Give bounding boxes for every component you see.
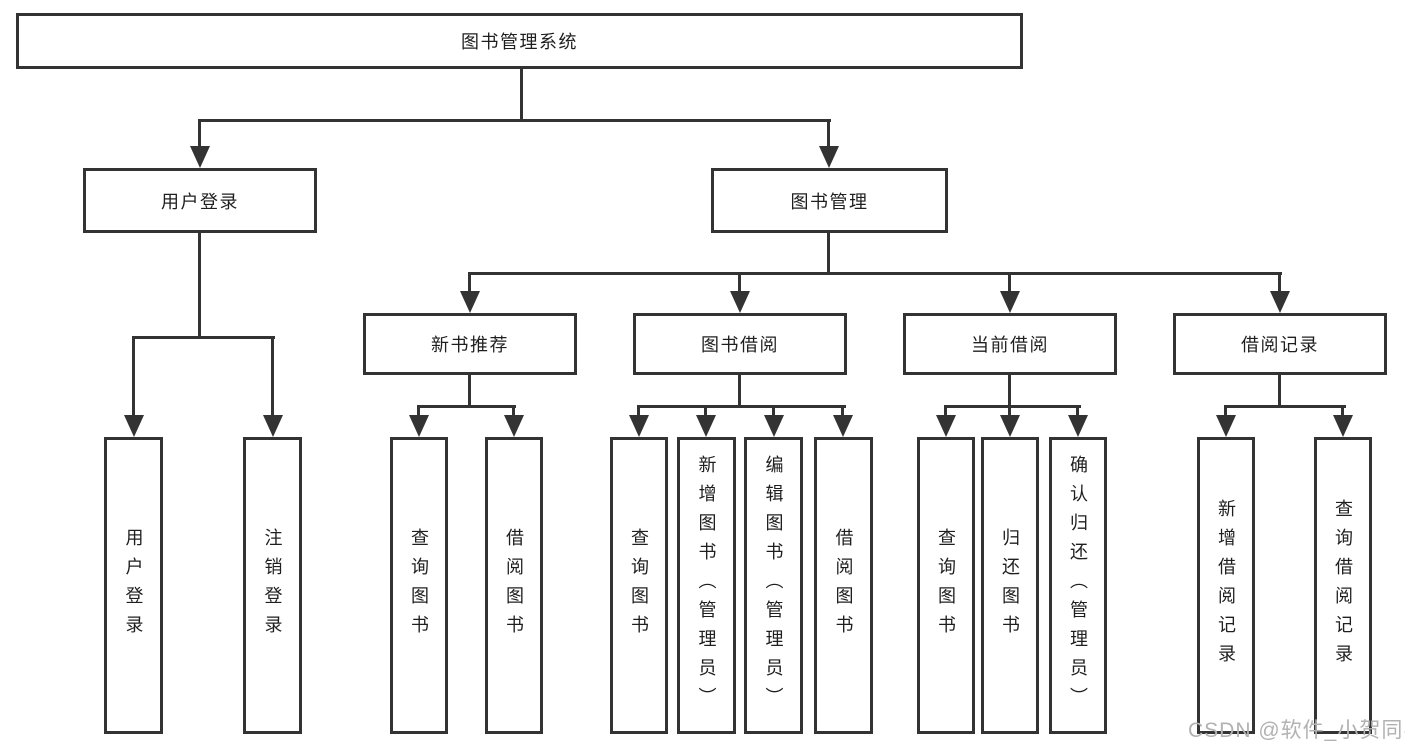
connector-line xyxy=(1278,272,1281,293)
leaf-return-books: 归还图书 xyxy=(981,437,1039,734)
connector-line xyxy=(1076,405,1079,417)
node-book-management: 图书管理 xyxy=(711,168,948,233)
connector-line xyxy=(1224,405,1346,408)
node-label: 图书管理 xyxy=(790,191,869,212)
connector-line xyxy=(512,405,515,417)
connector-line xyxy=(637,405,846,408)
arrow-down-icon xyxy=(124,415,144,437)
connector-line xyxy=(637,405,640,417)
connector-line xyxy=(132,336,275,339)
leaf-add-books-admin: 新增图书（管理员） xyxy=(677,437,736,734)
csdn-watermark: CSDN @软件_小贺同学 xyxy=(1188,719,1405,742)
connector-line xyxy=(1008,375,1011,407)
connector-line xyxy=(198,233,201,338)
leaf-confirm-return-admin: 确认归还（管理员） xyxy=(1049,437,1107,734)
leaf-user-login: 用户登录 xyxy=(104,437,163,734)
leaf-query-books-borrow: 查询图书 xyxy=(610,437,668,734)
arrow-down-icon xyxy=(1068,415,1088,437)
leaf-edit-books-admin: 编辑图书（管理员） xyxy=(744,437,803,734)
connector-line xyxy=(944,405,947,417)
node-label: 新增图书（管理员） xyxy=(696,455,717,716)
connector-line xyxy=(1008,405,1011,417)
node-label: 编辑图书（管理员） xyxy=(763,455,784,716)
connector-line xyxy=(198,119,201,147)
arrow-down-icon xyxy=(764,415,784,437)
connector-line xyxy=(944,405,1081,408)
node-root-library-system: 图书管理系统 xyxy=(16,13,1023,69)
node-label: 用户登录 xyxy=(123,527,144,644)
connector-line xyxy=(704,405,707,417)
node-label: 查询图书 xyxy=(936,527,956,644)
arrow-down-icon xyxy=(1270,291,1290,313)
node-label: 确认归还（管理员） xyxy=(1068,455,1088,716)
node-label: 当前借阅 xyxy=(971,335,1049,355)
arrow-down-icon xyxy=(696,415,716,437)
node-label: 查询图书 xyxy=(629,527,649,644)
node-label: 新增借阅记录 xyxy=(1216,498,1236,673)
node-borrow-records: 借阅记录 xyxy=(1173,313,1387,375)
connector-line xyxy=(738,375,741,407)
node-label: 借阅图书 xyxy=(504,527,524,644)
connector-line xyxy=(468,272,471,293)
arrow-down-icon xyxy=(936,415,956,437)
node-label: 借阅图书 xyxy=(833,527,854,644)
node-label: 图书管理系统 xyxy=(461,32,578,52)
connector-line xyxy=(827,119,830,147)
connector-line xyxy=(1341,405,1344,417)
connector-line xyxy=(417,405,516,408)
connector-line xyxy=(738,272,741,293)
arrow-down-icon xyxy=(1216,415,1236,437)
connector-line xyxy=(417,405,420,417)
node-label: 图书借阅 xyxy=(701,335,779,355)
connector-line xyxy=(468,375,471,407)
leaf-query-books-current: 查询图书 xyxy=(917,437,975,734)
connector-line xyxy=(1278,375,1281,407)
connector-line xyxy=(1008,272,1011,293)
node-current-borrow: 当前借阅 xyxy=(903,313,1117,375)
leaf-borrow-books: 借阅图书 xyxy=(814,437,873,734)
connector-line xyxy=(468,272,1282,275)
connector-line xyxy=(271,336,274,417)
arrow-down-icon xyxy=(409,415,429,437)
node-label: 查询借阅记录 xyxy=(1333,498,1353,673)
arrow-down-icon xyxy=(833,415,853,437)
node-label: 归还图书 xyxy=(1000,527,1020,644)
connector-line xyxy=(198,119,831,122)
leaf-query-books-recommend: 查询图书 xyxy=(390,437,448,734)
arrow-down-icon xyxy=(504,415,524,437)
connector-line xyxy=(841,405,844,417)
arrow-down-icon xyxy=(263,415,283,437)
connector-line xyxy=(827,233,830,274)
node-label: 用户登录 xyxy=(161,191,239,212)
arrow-down-icon xyxy=(1000,415,1020,437)
node-new-book-recommend: 新书推荐 xyxy=(363,313,577,375)
leaf-query-borrow-record: 查询借阅记录 xyxy=(1314,437,1372,734)
arrow-down-icon xyxy=(190,146,210,168)
arrow-down-icon xyxy=(730,291,750,313)
leaf-borrow-books-recommend: 借阅图书 xyxy=(485,437,543,734)
node-label: 借阅记录 xyxy=(1241,335,1319,355)
connector-line xyxy=(520,68,523,121)
arrow-down-icon xyxy=(1000,291,1020,313)
node-book-borrow: 图书借阅 xyxy=(633,313,847,375)
leaf-logout: 注销登录 xyxy=(243,437,302,734)
arrow-down-icon xyxy=(629,415,649,437)
node-label: 查询图书 xyxy=(409,527,429,644)
leaf-add-borrow-record: 新增借阅记录 xyxy=(1197,437,1255,734)
connector-line xyxy=(772,405,775,417)
arrow-down-icon xyxy=(819,146,839,168)
arrow-down-icon xyxy=(460,291,480,313)
node-label: 注销登录 xyxy=(262,527,283,644)
arrow-down-icon xyxy=(1333,415,1353,437)
node-label: 新书推荐 xyxy=(431,335,509,355)
connector-line xyxy=(132,336,135,417)
node-user-login: 用户登录 xyxy=(83,168,317,233)
connector-line xyxy=(1224,405,1227,417)
